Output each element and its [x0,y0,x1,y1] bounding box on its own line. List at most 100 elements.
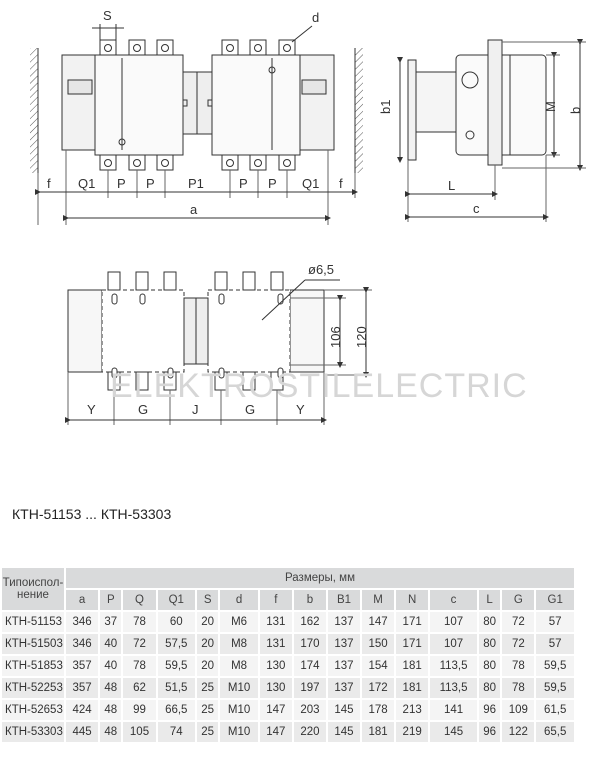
value-cell: 72 [502,634,535,654]
value-cell: 203 [293,700,326,720]
front-view [30,24,363,225]
value-cell: 57 [536,634,574,654]
value-cell: 113,5 [430,656,477,676]
value-cell: 65,5 [536,722,574,742]
value-cell: 145 [327,700,361,720]
value-cell: 59,5 [536,656,574,676]
value-cell: 66,5 [157,700,195,720]
value-cell: 25 [196,722,219,742]
value-cell: 122 [502,722,535,742]
label-l: L [448,178,455,193]
column-header: N [396,590,429,610]
label-g-left: G [138,402,148,417]
value-cell: 96 [478,700,501,720]
value-cell: 346 [66,612,99,632]
label-g-right: G [245,402,255,417]
value-cell: 145 [430,722,477,742]
product-range-caption: КТН-51153 ... КТН-53303 [12,506,172,522]
value-cell: 48 [100,700,122,720]
value-cell: 57 [536,612,574,632]
value-cell: 78 [502,678,535,698]
value-cell: 20 [196,634,219,654]
value-cell: 137 [327,634,361,654]
value-cell: 172 [362,678,395,698]
label-p4: P [268,176,277,191]
watermark: ELEKTROSTILELECTRIC [110,367,528,405]
value-cell: 137 [327,656,361,676]
value-cell: 181 [396,678,429,698]
label-f-left: f [47,176,51,191]
value-cell: 74 [157,722,195,742]
mounting-view [65,271,372,425]
column-header: Q1 [157,590,195,610]
value-cell: 96 [478,722,501,742]
column-header: G1 [536,590,574,610]
label-b: b [568,107,583,114]
value-cell: 171 [396,634,429,654]
value-cell: 131 [259,612,292,632]
column-header: f [259,590,292,610]
value-cell: 37 [100,612,122,632]
value-cell: 150 [362,634,395,654]
dimension-drawing: S d f Q1 P P P1 P P Q1 f a b1 M b L c [30,8,586,425]
dimensions-group-header: Размеры, мм [66,568,574,588]
column-header: L [478,590,501,610]
value-cell: 60 [157,612,195,632]
value-cell: 171 [396,612,429,632]
value-cell: 220 [293,722,326,742]
value-cell: 181 [396,656,429,676]
column-header: G [502,590,535,610]
value-cell: 113,5 [430,678,477,698]
value-cell: 51,5 [157,678,195,698]
value-cell: 107 [430,612,477,632]
value-cell: 107 [430,634,477,654]
value-cell: 213 [396,700,429,720]
label-d: d [312,10,319,25]
value-cell: 25 [196,678,219,698]
value-cell: 181 [362,722,395,742]
label-diameter: ø6,5 [308,262,334,277]
model-cell: КТН-51503 [2,634,64,654]
value-cell: 99 [123,700,156,720]
value-cell: 162 [293,612,326,632]
label-120: 120 [354,326,369,348]
model-cell: КТН-53303 [2,722,64,742]
column-header: Q [123,590,156,610]
value-cell: M10 [220,722,258,742]
label-y-right: Y [296,402,305,417]
type-column-header: Типоиспол-нение [2,568,64,610]
value-cell: 80 [478,656,501,676]
value-cell: 424 [66,700,99,720]
value-cell: 59,5 [157,656,195,676]
value-cell: 141 [430,700,477,720]
value-cell: 445 [66,722,99,742]
column-header: b [293,590,326,610]
label-y-left: Y [87,402,96,417]
side-view [397,39,586,222]
value-cell: 219 [396,722,429,742]
column-header: c [430,590,477,610]
value-cell: 78 [123,612,156,632]
label-s: S [103,8,112,23]
model-cell: КТН-52653 [2,700,64,720]
value-cell: 197 [293,678,326,698]
value-cell: 62 [123,678,156,698]
value-cell: 80 [478,678,501,698]
dimensions-table: Типоиспол-нение Размеры, мм a P Q Q1 S d… [0,566,576,744]
value-cell: 178 [362,700,395,720]
value-cell: 109 [502,700,535,720]
label-c: c [473,201,480,216]
label-j: J [192,402,199,417]
value-cell: 40 [100,656,122,676]
value-cell: 147 [259,722,292,742]
column-header: d [220,590,258,610]
value-cell: 80 [478,634,501,654]
value-cell: 78 [502,656,535,676]
model-cell: КТН-51153 [2,612,64,632]
value-cell: 25 [196,700,219,720]
